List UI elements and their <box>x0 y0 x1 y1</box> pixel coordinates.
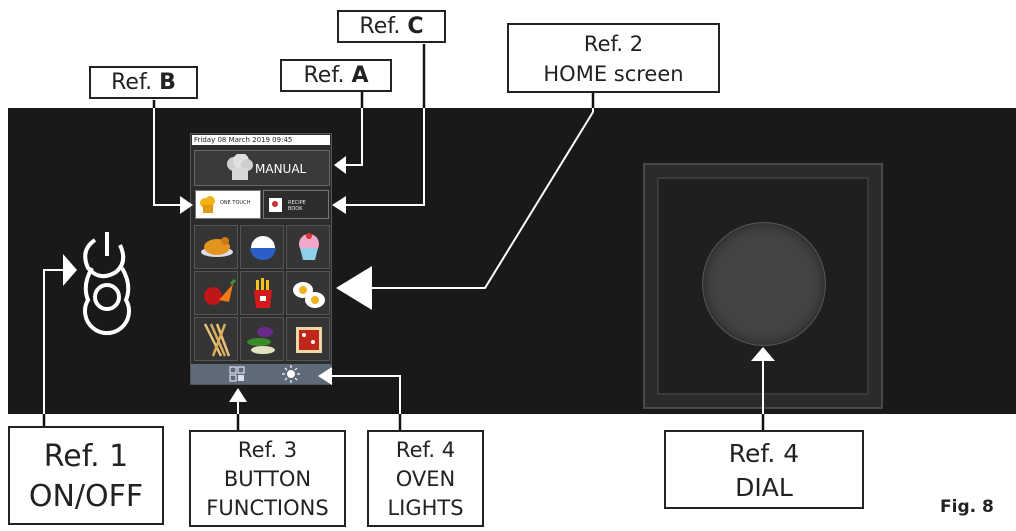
tab-recipe-book[interactable]: RECIPE BOOK <box>263 190 329 219</box>
recipe-breadsticks-button[interactable] <box>194 317 238 361</box>
rice-bowl-icon <box>250 236 276 260</box>
roast-chicken-icon <box>201 237 233 257</box>
grid-menu-icon[interactable] <box>229 366 245 382</box>
dial-knob[interactable] <box>702 222 826 346</box>
callout-ref-4-oven-lights: Ref. 4 OVEN LIGHTS <box>367 430 484 527</box>
callout-ref-2: Ref. 2 HOME screen <box>507 23 720 93</box>
recipe-cupcake-button[interactable] <box>286 225 330 269</box>
recipe-rice-button[interactable] <box>240 225 284 269</box>
callout-ref-a: Ref. A <box>280 59 392 92</box>
callout-ref-3: Ref. 3 BUTTON FUNCTIONS <box>189 430 346 527</box>
figure-label: Fig. 8 <box>940 497 994 517</box>
breadsticks-icon <box>203 323 231 357</box>
manual-label: MANUAL <box>255 162 307 176</box>
recipe-roast-chicken-button[interactable] <box>194 225 238 269</box>
fried-eggs-icon <box>293 282 325 308</box>
cupcake-icon <box>299 233 319 260</box>
recipe-fried-eggs-button[interactable] <box>286 271 330 315</box>
pizza-icon <box>296 327 322 353</box>
grilled-vegetables-icon <box>247 327 275 354</box>
light-bulb-icon[interactable] <box>282 365 300 383</box>
callout-ref-c: Ref. C <box>337 10 446 43</box>
tab-one-touch[interactable]: ONE TOUCH <box>195 190 261 219</box>
chef-hat-icon <box>227 154 253 180</box>
tab-recipe-book-label: RECIPE BOOK <box>288 200 306 212</box>
callout-ref-4-dial: Ref. 4 DIAL <box>664 430 864 509</box>
date-time-display: Friday 08 March 2019 09:45 <box>192 135 330 145</box>
vegetables-icon <box>204 278 237 305</box>
button-functions-bar <box>191 364 331 384</box>
recipe-grilled-vegetables-button[interactable] <box>240 317 284 361</box>
recipe-book-icon <box>269 198 282 212</box>
callout-ref-b: Ref. B <box>89 66 198 99</box>
tab-one-touch-label: ONE TOUCH <box>220 200 251 206</box>
recipe-pizza-button[interactable] <box>286 317 330 361</box>
manual-button[interactable]: MANUAL <box>194 150 330 186</box>
chef-hat-icon <box>200 196 215 213</box>
callout-ref-1: Ref. 1 ON/OFF <box>8 426 164 525</box>
recipe-fries-button[interactable] <box>240 271 284 315</box>
home-screen: Friday 08 March 2019 09:45 MANUAL ONE TO… <box>190 133 332 385</box>
recipe-grid <box>194 225 330 362</box>
recipe-vegetables-button[interactable] <box>194 271 238 315</box>
fries-icon <box>254 278 272 308</box>
